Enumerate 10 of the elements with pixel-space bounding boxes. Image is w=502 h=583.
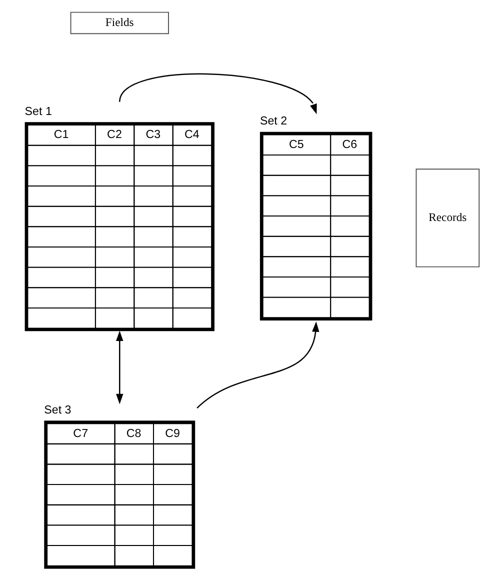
node-box: Fields [70, 12, 169, 34]
arrow [116, 330, 124, 404]
arrow [119, 73, 317, 114]
node-label: Set 2 [260, 114, 288, 128]
node-box: C5 C6 [260, 132, 372, 321]
node-box: Records [416, 168, 480, 268]
node-label: Set 1 [24, 104, 52, 118]
node-box: C7 C8 C9 [44, 420, 196, 569]
arrow [196, 322, 320, 409]
node-label: Set 3 [44, 404, 72, 417]
